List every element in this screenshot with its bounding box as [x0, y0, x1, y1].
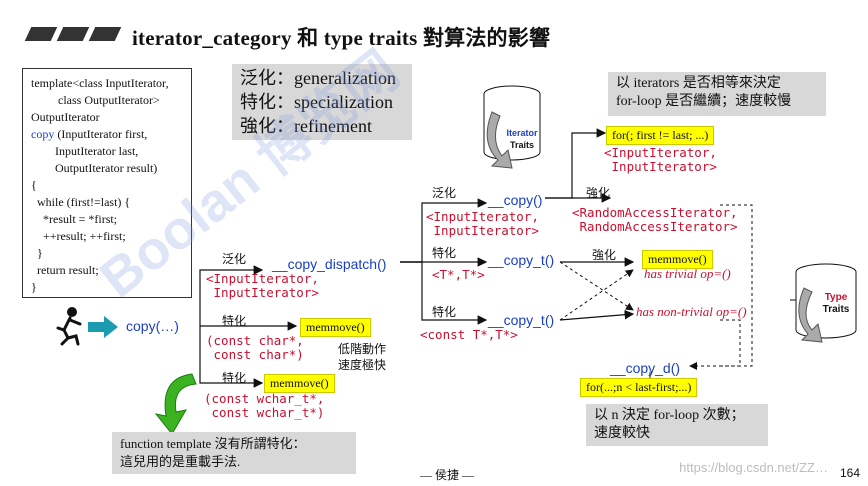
code-line: copy (InputIterator first, [31, 126, 183, 143]
copy-inner-args: <InputIterator, InputIterator> [426, 210, 539, 238]
note-line: function template 沒有所謂特化： [120, 435, 348, 453]
copy-call: copy(…) [126, 318, 179, 334]
copy-t-args: <const T*,T*> [420, 328, 518, 342]
edge-label-refine: 強化 [586, 184, 610, 201]
low-level-note-2: 速度極快 [338, 356, 386, 373]
code-line: template<class InputIterator, [31, 75, 183, 92]
memmove-wchar-args: (const wchar_t*, const wchar_t*) [204, 392, 324, 420]
edge-label-specialize: 特化 [432, 303, 456, 320]
copy-t-node: __copy_t() [488, 252, 554, 268]
for-first-last-args: <InputIterator, InputIterator> [604, 146, 717, 174]
low-level-note-1: 低階動作 [338, 340, 386, 357]
page-number: 164 [840, 466, 860, 480]
edge-label-specialize: 特化 [222, 369, 246, 386]
note-n: 以 n 決定 for-loop 次數； 速度較快 [586, 404, 768, 446]
for-first-last-node: for(; first != last; ...) [606, 126, 714, 145]
code-line: OutputIterator result) [31, 160, 183, 177]
edge-label-specialize: 特化 [432, 244, 456, 261]
code-keyword: copy [31, 127, 54, 141]
type-traits-label-1: Type [816, 292, 856, 303]
runner-icon [54, 306, 84, 350]
code-line: OutputIterator [31, 109, 183, 126]
copy-inner-node: __copy() [488, 192, 542, 208]
note-function-template: function template 沒有所謂特化： 這兒用的是重載手法. [112, 432, 356, 474]
copy-t-args: <T*,T*> [432, 268, 485, 282]
for-n-node: for(...;n < last-first;...) [580, 378, 697, 397]
code-line-rest: (InputIterator first, [54, 127, 147, 141]
cylinder-icon [478, 82, 550, 172]
note-line: 這兒用的是重載手法. [120, 453, 348, 471]
type-traits-cylinder: Type Traits [786, 262, 862, 346]
note-line: 速度較快 [594, 425, 760, 443]
source-url: https://blog.csdn.net/ZZ… [679, 460, 828, 475]
memmove-char-node: memmove() [300, 318, 371, 337]
note-line: 以 n 決定 for-loop 次數； [594, 407, 760, 425]
copy-dispatch-args: <InputIterator, InputIterator> [206, 272, 319, 300]
code-line: class OutputIterator> [31, 92, 183, 109]
has-non-trivial-label: has non-trivial op=() [636, 304, 747, 320]
edge-label-refine: 強化 [592, 246, 616, 263]
edge-label-generalize: 泛化 [222, 250, 246, 267]
note-line: 以 iterators 是否相等來決定 [616, 75, 818, 93]
teal-arrow-icon [88, 316, 118, 342]
code-line: InputIterator last, [31, 143, 183, 160]
author: — 侯捷 — [420, 466, 474, 483]
iterator-traits-label-2: Traits [500, 140, 544, 150]
iterator-traits-label-1: Iterator [500, 128, 544, 138]
edge-label-generalize: 泛化 [432, 184, 456, 201]
iterator-traits-cylinder: Iterator Traits [478, 82, 550, 172]
copy-dispatch-node: __copy_dispatch() [272, 256, 386, 272]
random-access-args: <RandomAccessIterator, RandomAccessItera… [572, 206, 738, 234]
edge-label-specialize: 特化 [222, 312, 246, 329]
has-trivial-label: has trivial op=() [644, 266, 731, 282]
note-line: for-loop 是否繼續；速度較慢 [616, 93, 818, 111]
green-arrow-icon [152, 370, 212, 440]
copy-t-node: __copy_t() [488, 312, 554, 328]
note-iterators: 以 iterators 是否相等來決定 for-loop 是否繼續；速度較慢 [608, 72, 826, 116]
type-traits-label-2: Traits [816, 304, 856, 315]
memmove-char-args: (const char*, const char*) [206, 334, 304, 362]
copy-d-node: __copy_d() [610, 360, 680, 376]
